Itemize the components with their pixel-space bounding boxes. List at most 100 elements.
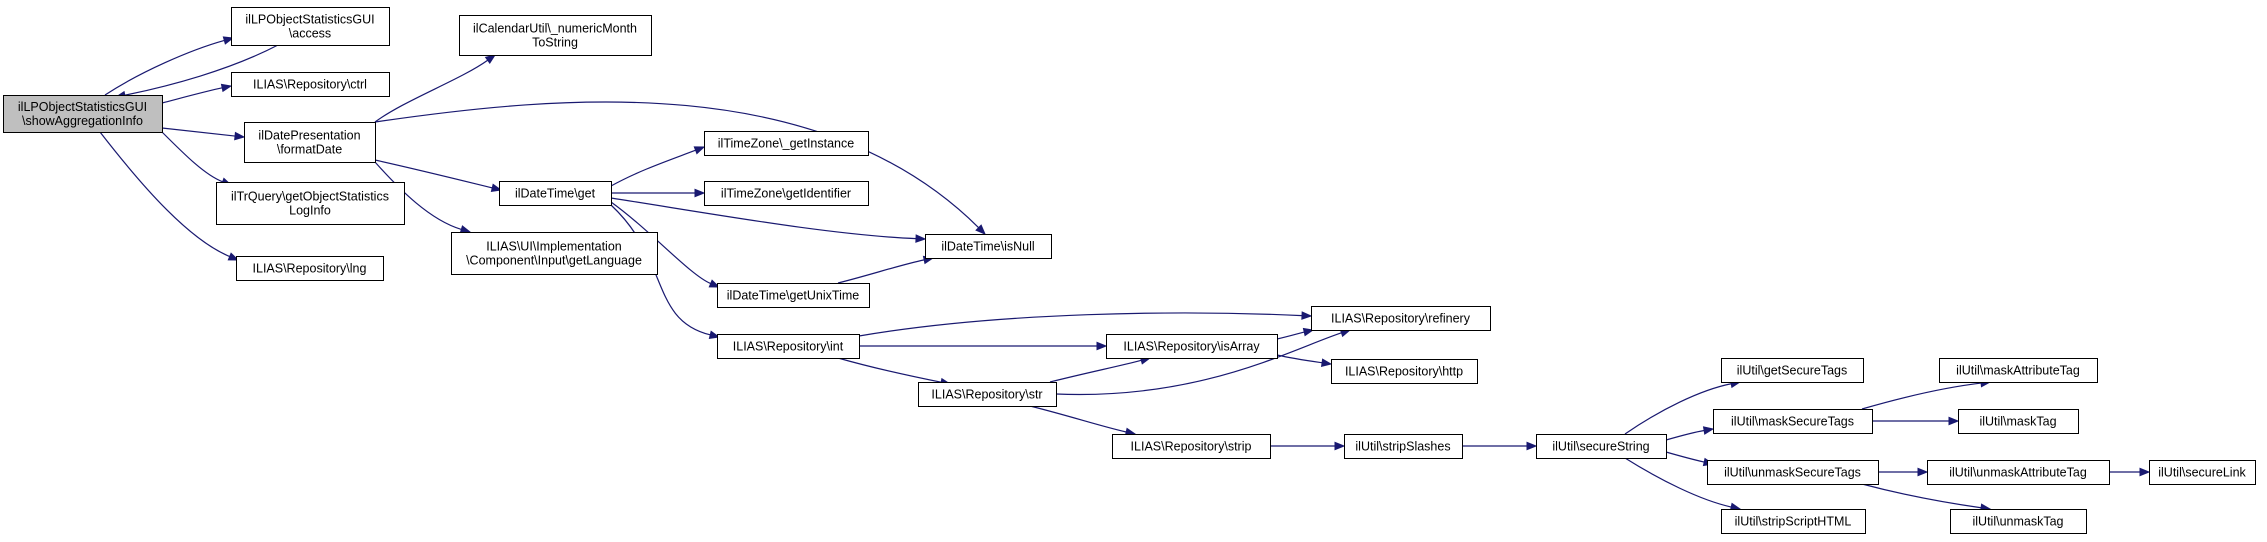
node-label: \access bbox=[289, 27, 331, 41]
edge-root-to-lng bbox=[99, 131, 240, 261]
edge-isArray-to-http bbox=[1276, 354, 1333, 367]
node-box bbox=[451, 232, 658, 275]
node-getSecureTags[interactable]: ilUtil\getSecureTags bbox=[1721, 358, 1864, 383]
edge-line bbox=[1665, 451, 1705, 463]
node-label: ilUtil\secureLink bbox=[2158, 466, 2246, 480]
edge-arrowhead bbox=[1526, 441, 1538, 451]
node-maskTag[interactable]: ilUtil\maskTag bbox=[1958, 409, 2079, 434]
node-box bbox=[1713, 409, 1873, 434]
node-isArray[interactable]: ILIAS\Repository\isArray bbox=[1106, 334, 1278, 359]
node-box bbox=[499, 181, 612, 206]
edge-maskSecureTags-to-maskTag bbox=[1871, 416, 1960, 426]
edge-str-to-strip bbox=[1029, 405, 1137, 437]
edge-line bbox=[837, 357, 942, 383]
node-label: ilUtil\maskTag bbox=[1979, 415, 2056, 429]
node-maskSecureTags[interactable]: ilUtil\maskSecureTags bbox=[1713, 409, 1873, 434]
edge-arrowhead bbox=[1948, 416, 1960, 426]
node-secureString[interactable]: ilUtil\secureString bbox=[1536, 434, 1667, 459]
node-box bbox=[1927, 460, 2110, 485]
edge-root-to-formatDate bbox=[161, 127, 246, 141]
edge-arrowhead bbox=[1302, 327, 1315, 337]
edge-line bbox=[374, 161, 462, 230]
node-tzGetIdentifier[interactable]: ilTimeZone\getIdentifier bbox=[704, 181, 869, 206]
node-box bbox=[704, 131, 869, 156]
node-label: ILIAS\Repository\str bbox=[931, 388, 1042, 402]
edge-line bbox=[374, 159, 493, 189]
edge-arrowhead bbox=[490, 183, 503, 192]
node-ctrl[interactable]: ILIAS\Repository\ctrl bbox=[231, 72, 390, 97]
edge-root-to-getObjectStatisticsLogInfo bbox=[161, 131, 233, 186]
node-maskAttributeTag[interactable]: ilUtil\maskAttributeTag bbox=[1939, 358, 2098, 383]
node-box bbox=[216, 182, 405, 225]
node-label: ilUtil\unmaskTag bbox=[1972, 515, 2063, 529]
node-unmaskTag[interactable]: ilUtil\unmaskTag bbox=[1950, 509, 2087, 534]
edge-formatDate-to-dtGet bbox=[374, 159, 503, 192]
node-box bbox=[231, 7, 390, 46]
edge-unmaskAttributeTag-to-secureLink bbox=[2109, 467, 2151, 477]
edge-line bbox=[1055, 332, 1342, 396]
edge-arrowhead bbox=[220, 83, 233, 93]
node-http[interactable]: ILIAS\Repository\http bbox=[1331, 359, 1478, 384]
edge-isArray-to-refinery bbox=[1276, 327, 1315, 340]
node-label: LogInfo bbox=[289, 204, 331, 218]
node-label: ilTrQuery\getObjectStatistics bbox=[231, 190, 389, 204]
node-label: ilDatePresentation bbox=[258, 129, 360, 143]
edge-dtGet-to-tzGetInstance bbox=[610, 146, 706, 187]
node-str[interactable]: ILIAS\Repository\str bbox=[918, 382, 1057, 407]
node-stripSlashes[interactable]: ilUtil\stripSlashes bbox=[1344, 434, 1463, 459]
edge-maskSecureTags-to-maskAttributeTag bbox=[1861, 378, 1992, 410]
node-int[interactable]: ILIAS\Repository\int bbox=[717, 334, 860, 359]
node-stripScriptHTML[interactable]: ilUtil\stripScriptHTML bbox=[1721, 509, 1866, 534]
edge-line bbox=[104, 39, 225, 96]
node-tzGetInstance[interactable]: ilTimeZone\_getInstance bbox=[704, 131, 869, 156]
node-getUnixTime[interactable]: ilDateTime\getUnixTime bbox=[717, 283, 870, 308]
node-box bbox=[1939, 358, 2098, 383]
node-label: ilUtil\unmaskAttributeTag bbox=[1949, 466, 2087, 480]
node-label: ILIAS\Repository\http bbox=[1345, 365, 1463, 379]
node-refinery[interactable]: ILIAS\Repository\refinery bbox=[1311, 306, 1491, 331]
node-access[interactable]: ilLPObjectStatisticsGUI\access bbox=[231, 7, 390, 46]
node-label: ilUtil\stripScriptHTML bbox=[1735, 515, 1852, 529]
node-secureLink[interactable]: ilUtil\secureLink bbox=[2149, 460, 2256, 485]
node-formatDate[interactable]: ilDatePresentation\formatDate bbox=[244, 122, 376, 163]
node-box bbox=[459, 15, 652, 56]
node-box bbox=[231, 72, 390, 97]
edge-arrowhead bbox=[1702, 426, 1715, 435]
edge-arrowhead bbox=[459, 225, 472, 234]
node-box bbox=[1950, 509, 2087, 534]
node-unmaskSecureTags[interactable]: ilUtil\unmaskSecureTags bbox=[1707, 460, 1879, 485]
node-isNull[interactable]: ilDateTime\isNull bbox=[925, 234, 1052, 259]
edge-line bbox=[374, 101, 980, 229]
node-strip[interactable]: ILIAS\Repository\strip bbox=[1112, 434, 1271, 459]
node-label: ilUtil\getSecureTags bbox=[1737, 364, 1847, 378]
edge-line bbox=[610, 197, 917, 240]
node-box bbox=[1721, 358, 1864, 383]
node-box bbox=[1106, 334, 1278, 359]
node-label: ilUtil\secureString bbox=[1552, 440, 1649, 454]
node-box bbox=[704, 181, 869, 206]
node-root[interactable]: ilLPObjectStatisticsGUI\showAggregationI… bbox=[3, 95, 163, 133]
edge-line bbox=[161, 127, 236, 137]
node-box bbox=[717, 334, 860, 359]
node-box bbox=[1331, 359, 1478, 384]
node-lng[interactable]: ILIAS\Repository\lng bbox=[236, 256, 384, 281]
edge-root-to-access bbox=[104, 36, 235, 96]
edge-layer bbox=[99, 36, 2151, 512]
node-label: ILIAS\Repository\strip bbox=[1131, 440, 1252, 454]
edge-int-to-refinery bbox=[858, 311, 1313, 337]
node-unmaskAttributeTag[interactable]: ilUtil\unmaskAttributeTag bbox=[1927, 460, 2110, 485]
node-getLanguage[interactable]: ILIAS\UI\Implementation\Component\Input\… bbox=[451, 232, 658, 275]
edge-arrowhead bbox=[693, 146, 706, 155]
node-layer: ilLPObjectStatisticsGUI\showAggregationI… bbox=[3, 7, 2256, 534]
edge-dtGet-to-isNull bbox=[610, 197, 927, 243]
node-label: ilUtil\maskSecureTags bbox=[1731, 415, 1854, 429]
edge-arrowhead bbox=[708, 279, 721, 288]
node-dtGet[interactable]: ilDateTime\get bbox=[499, 181, 612, 206]
edge-dtGet-to-tzGetIdentifier bbox=[611, 188, 706, 198]
node-box bbox=[1721, 509, 1866, 534]
edge-strip-to-stripSlashes bbox=[1269, 441, 1346, 451]
edge-int-to-isArray bbox=[859, 341, 1108, 351]
